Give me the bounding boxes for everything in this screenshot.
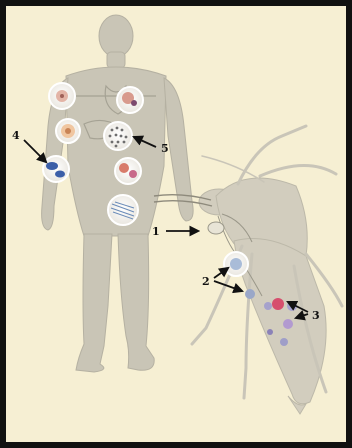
- stage-circle-top-left: [49, 83, 75, 109]
- human-head: [99, 15, 133, 57]
- arrow-2a: [214, 268, 228, 278]
- gut-cell: [283, 319, 293, 329]
- gut-cell: [264, 302, 272, 310]
- human-body-silhouette: [42, 15, 194, 372]
- salivary-gland: [208, 222, 224, 234]
- cell-nucleus: [60, 94, 64, 98]
- midgut-circle: [224, 252, 248, 276]
- human-neck: [107, 52, 125, 68]
- callout-3: 3: [312, 309, 320, 322]
- callout-1: 1: [152, 225, 160, 238]
- human-right-leg: [118, 234, 154, 370]
- gut-cell: [267, 329, 273, 335]
- mosquito-leg: [260, 165, 336, 176]
- oocyst: [230, 258, 242, 270]
- stage-circle-ring: [115, 158, 141, 184]
- red-blood-cell: [129, 170, 137, 178]
- gametocyte: [46, 162, 58, 170]
- gametocyte: [55, 171, 65, 178]
- callout-4: 4: [12, 129, 20, 142]
- mosquito-leg: [238, 126, 306, 184]
- callout-5: 5: [161, 142, 169, 155]
- stage-circle-sporozoites: [108, 195, 138, 225]
- stage-circle-top-right: [117, 87, 143, 113]
- stage-circle-merozoites: [104, 122, 132, 150]
- gut-cell-red: [272, 298, 284, 310]
- mosquito-silhouette: [199, 178, 326, 414]
- human-left-leg: [76, 234, 112, 372]
- stage-circle-liver: [56, 119, 80, 143]
- gut-cell: [245, 289, 255, 299]
- cell-nucleus: [65, 128, 71, 134]
- callout-2: 2: [202, 275, 210, 288]
- gut-cell: [280, 338, 288, 346]
- malaria-lifecycle-illustration: 1 2 3 4 5: [6, 6, 346, 442]
- cell-nucleus: [131, 100, 137, 106]
- stage-circle-gametocytes: [43, 156, 69, 182]
- red-blood-cell: [119, 163, 129, 173]
- arrow-4: [24, 140, 46, 162]
